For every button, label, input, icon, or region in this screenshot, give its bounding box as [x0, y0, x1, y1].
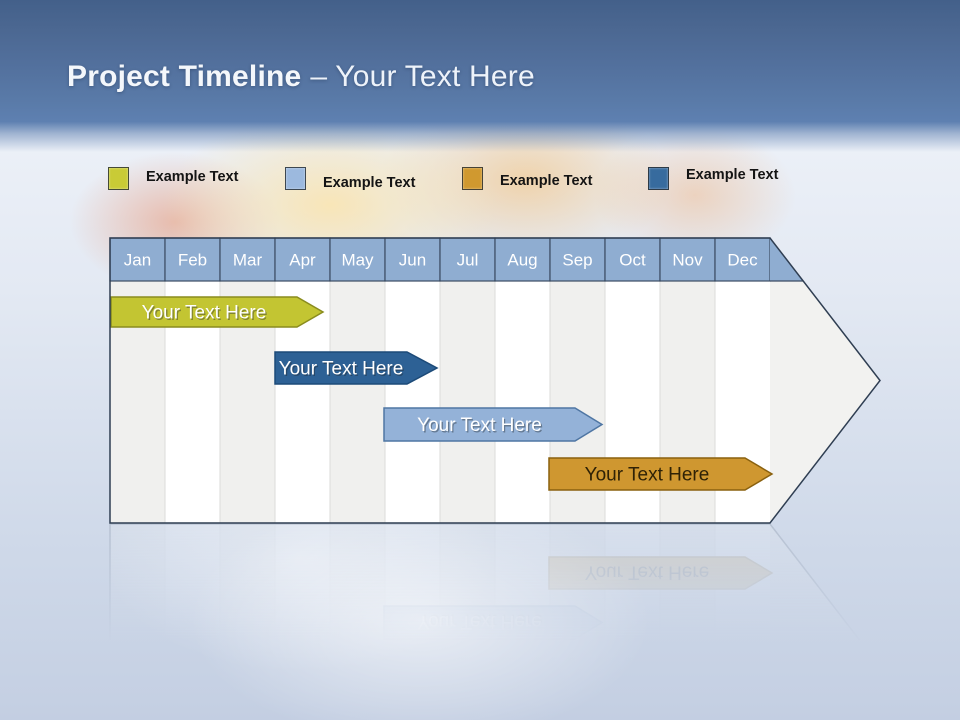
- timeline-bar[interactable]: [274, 351, 439, 385]
- month-label: Jul: [457, 251, 479, 270]
- bar-label: Your Text Here: [417, 415, 542, 436]
- legend-label: Example Text: [146, 169, 239, 185]
- month-label: Nov: [672, 251, 703, 270]
- title-bold: Project Timeline: [67, 60, 302, 93]
- month-column: [660, 524, 715, 720]
- legend-item[interactable]: Example Text: [462, 167, 592, 190]
- month-label: Sep: [562, 251, 592, 270]
- month-column: [330, 281, 385, 523]
- slide-title[interactable]: Project Timeline– Your Text Here: [67, 60, 535, 94]
- title-rest: – Your Text Here: [310, 60, 535, 93]
- month-label: Aug: [507, 251, 537, 270]
- month-label: Jun: [399, 251, 426, 270]
- legend-swatch: [108, 167, 129, 190]
- month-column: [385, 281, 440, 523]
- month-label: Mar: [233, 251, 263, 270]
- bar-label: Your Text Here: [417, 611, 542, 632]
- month-label: May: [341, 251, 374, 270]
- month-column: [715, 524, 770, 720]
- arrow-outline: [109, 237, 881, 524]
- month-cell: [329, 237, 386, 282]
- legend: Example Text Example Text Example Text E…: [0, 167, 960, 197]
- month-column: [220, 524, 275, 720]
- bar-label: Your Text Here: [585, 465, 710, 486]
- month-column: [330, 524, 385, 720]
- month-column: [495, 524, 550, 720]
- month-column: [440, 524, 495, 720]
- month-column: [165, 524, 220, 720]
- month-column: [275, 524, 330, 720]
- month-cell: [494, 237, 551, 282]
- legend-item[interactable]: Example Text: [108, 167, 238, 190]
- legend-item[interactable]: Example Text: [285, 167, 415, 191]
- legend-label: Example Text: [686, 167, 779, 183]
- legend-label: Example Text: [500, 173, 593, 189]
- month-cell: [274, 237, 331, 282]
- bar-label-shadow: Your Text Here: [143, 304, 268, 325]
- legend-label: Example Text: [323, 175, 416, 191]
- month-cell: [219, 237, 276, 282]
- month-cell: [659, 237, 716, 282]
- timeline-reflection: JanFebMarAprMayJunJulAugSepOctNovDecYour…: [0, 517, 960, 720]
- month-label: Dec: [727, 251, 758, 270]
- month-cell: [714, 237, 771, 282]
- timeline-bar[interactable]: [383, 605, 604, 640]
- bar-label-shadow: Your Text Here: [418, 417, 543, 438]
- month-column: [605, 524, 660, 720]
- arrow-shape: [110, 524, 880, 720]
- bar-label-shadow: Your Text Here: [418, 610, 543, 631]
- month-cell: [439, 237, 496, 282]
- month-label: Feb: [178, 251, 207, 270]
- bar-label: Your Text Here: [279, 668, 404, 689]
- legend-swatch: [285, 167, 306, 190]
- timeline-bar[interactable]: [110, 296, 325, 328]
- bar-label-shadow: Your Text Here: [280, 666, 405, 687]
- legend-item[interactable]: Example Text: [648, 167, 778, 190]
- timeline-bar[interactable]: [548, 457, 774, 491]
- month-label: Jan: [124, 251, 151, 270]
- month-cell: [604, 237, 661, 282]
- month-column: [440, 281, 495, 523]
- month-column: [495, 281, 550, 523]
- legend-swatch: [462, 167, 483, 190]
- month-column: [385, 524, 440, 720]
- header-band: [0, 0, 960, 152]
- timeline-bar[interactable]: [383, 407, 604, 442]
- bar-label: Your Text Here: [142, 303, 267, 324]
- arrow-outline: [109, 523, 881, 720]
- legend-swatch: [648, 167, 669, 190]
- month-label: Apr: [289, 251, 316, 270]
- timeline-bar[interactable]: [274, 662, 439, 696]
- bar-label-shadow: Your Text Here: [280, 360, 405, 381]
- bar-label: Your Text Here: [279, 359, 404, 380]
- bar-label: Your Text Here: [585, 562, 710, 583]
- month-column: [110, 524, 165, 720]
- month-column: [550, 524, 605, 720]
- month-label: Oct: [619, 251, 646, 270]
- timeline-bar[interactable]: [548, 556, 774, 590]
